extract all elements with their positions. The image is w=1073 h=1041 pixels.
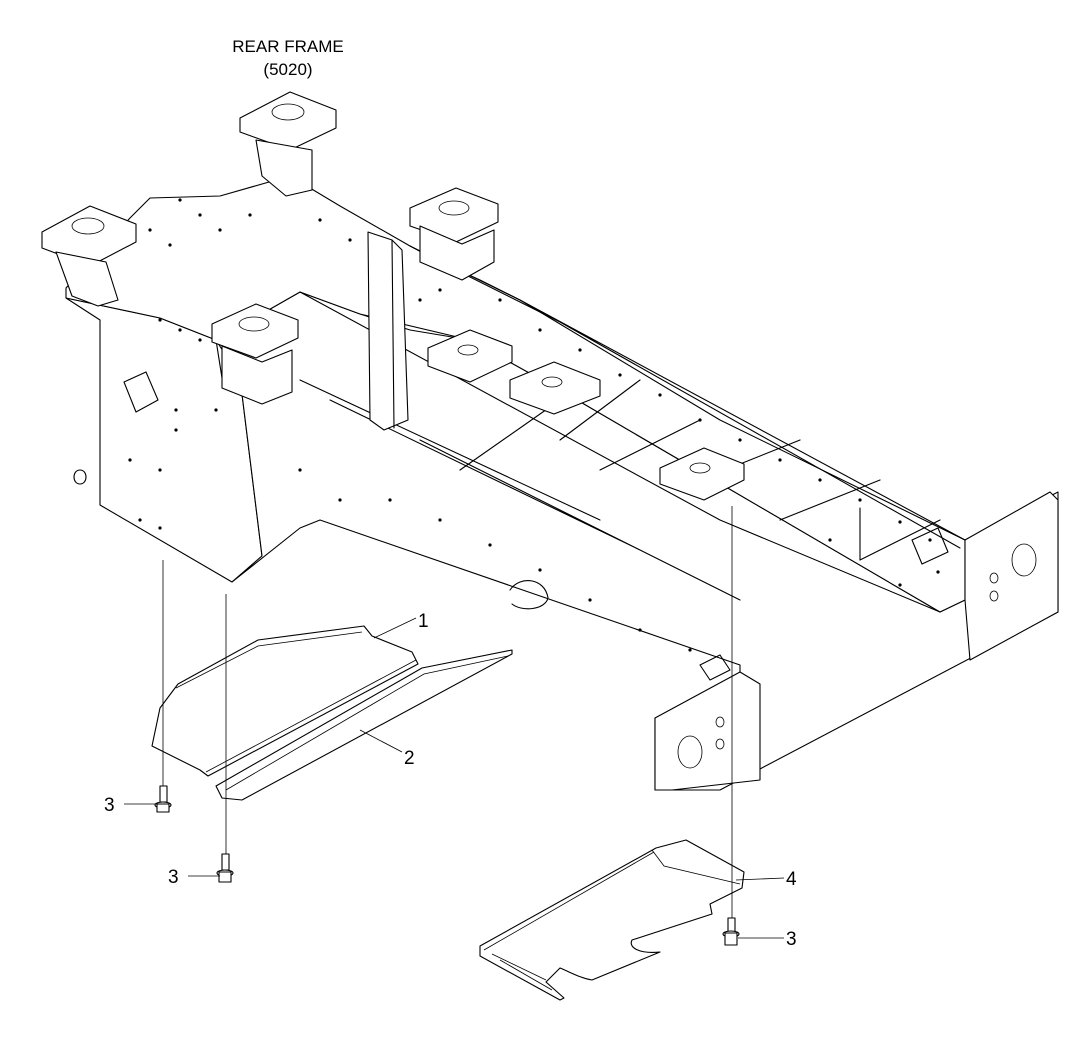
callout-2: 2	[359, 729, 415, 769]
front-lower-plate	[654, 671, 761, 791]
bracket-mid-1	[427, 329, 513, 383]
frame-title-line1: REAR FRAME	[232, 37, 343, 56]
frame-title: REAR FRAME (5020)	[232, 37, 343, 79]
rear-frame-drawing	[41, 91, 1059, 791]
bolt-left	[154, 785, 172, 813]
lug-left	[73, 469, 87, 485]
mount-pad-right	[409, 187, 499, 281]
bracket-mid-2	[509, 361, 601, 415]
hook-mark	[509, 580, 549, 610]
callout-2-number: 2	[404, 748, 415, 769]
mount-pad-front	[211, 303, 299, 405]
callout-4: 4	[735, 869, 797, 890]
mount-pad-top	[239, 91, 337, 197]
callout-3-left-number: 3	[104, 795, 115, 816]
side-slot-left	[123, 371, 159, 413]
callout-3-right: 3	[738, 929, 797, 950]
plate-2	[215, 649, 513, 801]
frame-title-line2: (5020)	[263, 60, 312, 79]
cover-plate-4	[479, 839, 745, 1001]
plate-1	[151, 625, 419, 777]
bolt-middle	[216, 853, 234, 883]
side-slot-right	[911, 527, 949, 565]
center-post	[367, 231, 409, 431]
left-front-wall	[215, 291, 1059, 791]
callout-4-number: 4	[786, 869, 797, 890]
cross-members	[299, 379, 941, 601]
callout-1-number: 1	[418, 611, 429, 632]
mount-pad-left	[41, 205, 137, 307]
small-slot	[699, 654, 731, 681]
bolt-right	[722, 917, 740, 946]
callout-3-right-number: 3	[786, 929, 797, 950]
callout-1: 1	[373, 611, 429, 639]
frame-holes	[128, 198, 940, 652]
callout-3-left: 3	[104, 795, 158, 816]
callout-3-middle: 3	[168, 867, 220, 888]
rear-end-plate	[964, 491, 1059, 661]
callout-3-middle-number: 3	[168, 867, 179, 888]
bracket-right	[659, 447, 745, 501]
